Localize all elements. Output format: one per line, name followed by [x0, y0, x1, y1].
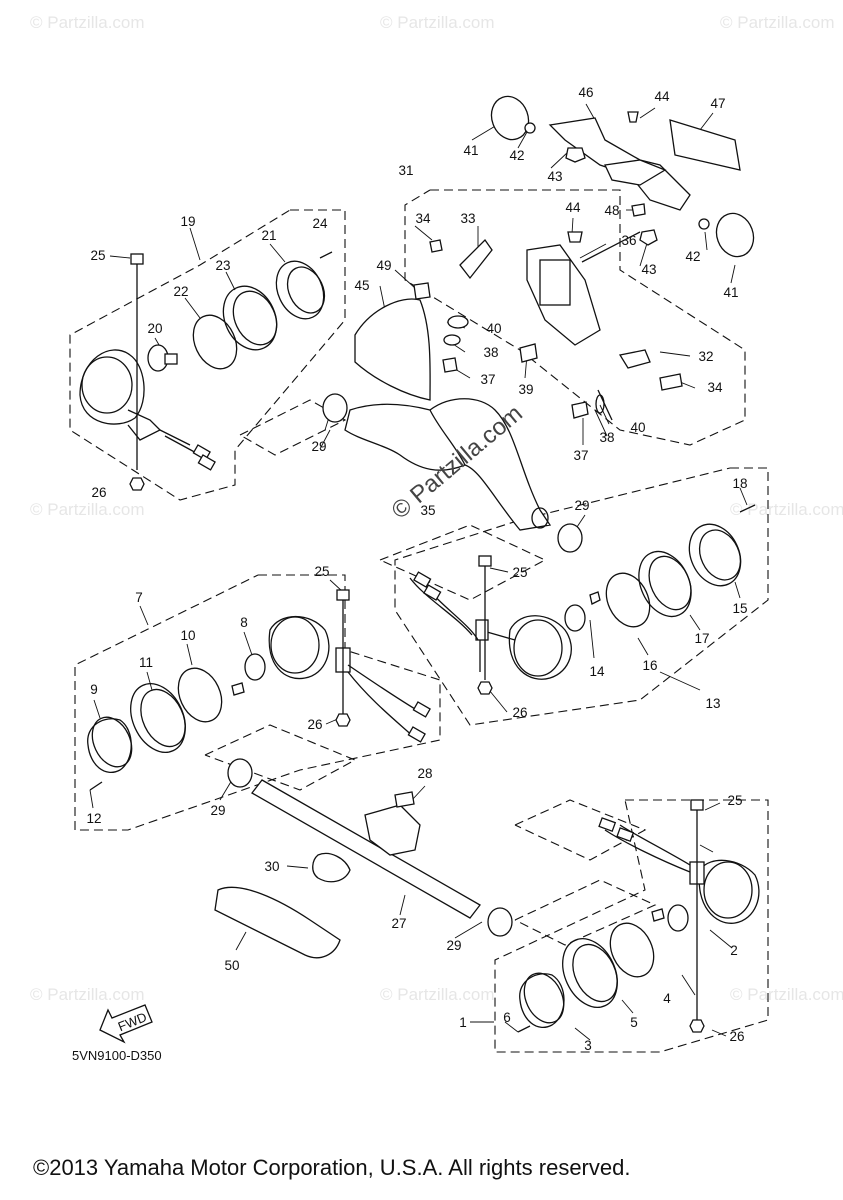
watermark: © Partzilla.com — [730, 500, 843, 519]
callout-47: 47 — [710, 96, 725, 111]
callout-numbers: 1 2 3 4 5 6 7 8 9 10 11 12 13 14 15 16 1… — [86, 85, 747, 1053]
callout-48: 48 — [604, 203, 619, 218]
assembly-boundaries — [69, 189, 769, 1053]
callout-46: 46 — [578, 85, 593, 100]
callout-25b: 25 — [314, 564, 329, 579]
license-bracket-assembly — [354, 95, 755, 421]
callout-9: 9 — [90, 682, 98, 697]
callout-2: 2 — [730, 943, 738, 958]
watermark: © Partzilla.com — [730, 985, 843, 1004]
callout-26d: 26 — [729, 1029, 744, 1044]
callout-6: 6 — [503, 1010, 511, 1025]
callout-21: 21 — [261, 228, 276, 243]
callout-26b: 26 — [307, 717, 322, 732]
callout-38b: 38 — [599, 430, 614, 445]
callout-29c: 29 — [210, 803, 225, 818]
callout-7: 7 — [135, 590, 143, 605]
callout-34a: 34 — [415, 211, 431, 226]
callout-19: 19 — [180, 214, 195, 229]
watermark: © Partzilla.com — [30, 985, 145, 1004]
callout-34b: 34 — [707, 380, 723, 395]
callout-41a: 41 — [463, 143, 478, 158]
watermark: © Partzilla.com — [380, 985, 495, 1004]
callout-29b: 29 — [574, 498, 589, 513]
diagram-code: 5VN9100-D350 — [72, 1048, 162, 1063]
callout-26a: 26 — [91, 485, 106, 500]
watermark: © Partzilla.com — [30, 13, 145, 32]
callout-50: 50 — [224, 958, 239, 973]
callout-43a: 43 — [547, 169, 562, 184]
rear-signal-stay — [322, 393, 583, 553]
front-signal-stay — [214, 758, 513, 959]
lower-right-turn-signal — [517, 799, 760, 1033]
callout-17: 17 — [694, 631, 709, 646]
callout-14: 14 — [589, 664, 605, 679]
callout-20: 20 — [147, 321, 162, 336]
callout-36: 36 — [621, 233, 636, 248]
background-watermarks: © Partzilla.com © Partzilla.com © Partzi… — [30, 13, 843, 1004]
callout-45: 45 — [354, 278, 369, 293]
callout-24: 24 — [312, 216, 328, 231]
callout-25d: 25 — [727, 793, 742, 808]
callout-28: 28 — [417, 766, 432, 781]
callout-22: 22 — [173, 284, 188, 299]
callout-27: 27 — [391, 916, 406, 931]
callout-3: 3 — [584, 1038, 592, 1053]
callout-35: 35 — [420, 503, 435, 518]
callout-37b: 37 — [573, 448, 588, 463]
callout-32: 32 — [698, 349, 713, 364]
callout-25a: 25 — [90, 248, 105, 263]
callout-29d: 29 — [446, 938, 461, 953]
callout-41b: 41 — [723, 285, 738, 300]
callout-44a: 44 — [654, 89, 670, 104]
callout-30: 30 — [264, 859, 279, 874]
copyright-notice: ©2013 Yamaha Motor Corporation, U.S.A. A… — [33, 1155, 630, 1180]
callout-31: 31 — [398, 163, 413, 178]
callout-42a: 42 — [509, 148, 524, 163]
watermark: © Partzilla.com — [30, 500, 145, 519]
callout-33: 33 — [460, 211, 475, 226]
callout-10: 10 — [180, 628, 195, 643]
upper-left-turn-signal — [79, 251, 333, 491]
callout-12: 12 — [86, 811, 101, 826]
callout-29a: 29 — [311, 439, 326, 454]
callout-13: 13 — [705, 696, 720, 711]
fwd-arrow-icon: FWD — [99, 1004, 153, 1044]
callout-38a: 38 — [483, 345, 498, 360]
callout-26c: 26 — [512, 705, 527, 720]
callout-42b: 42 — [685, 249, 700, 264]
callout-39: 39 — [518, 382, 533, 397]
right-turn-signal — [409, 504, 756, 695]
callout-1: 1 — [459, 1015, 467, 1030]
watermark: © Partzilla.com — [380, 13, 495, 32]
callout-18: 18 — [732, 476, 747, 491]
callout-4: 4 — [663, 991, 671, 1006]
callout-40a: 40 — [486, 321, 501, 336]
callout-23: 23 — [215, 258, 230, 273]
callout-5: 5 — [630, 1015, 638, 1030]
callout-44b: 44 — [565, 200, 581, 215]
left-turn-signal — [87, 589, 431, 791]
watermark: © Partzilla.com — [720, 13, 835, 32]
callout-49: 49 — [376, 258, 391, 273]
callout-40b: 40 — [630, 420, 645, 435]
callout-8: 8 — [240, 615, 248, 630]
callout-43b: 43 — [641, 262, 656, 277]
callout-37a: 37 — [480, 372, 495, 387]
callout-11: 11 — [139, 655, 153, 670]
callout-16: 16 — [642, 658, 657, 673]
callout-15: 15 — [732, 601, 747, 616]
callout-25c: 25 — [512, 565, 527, 580]
